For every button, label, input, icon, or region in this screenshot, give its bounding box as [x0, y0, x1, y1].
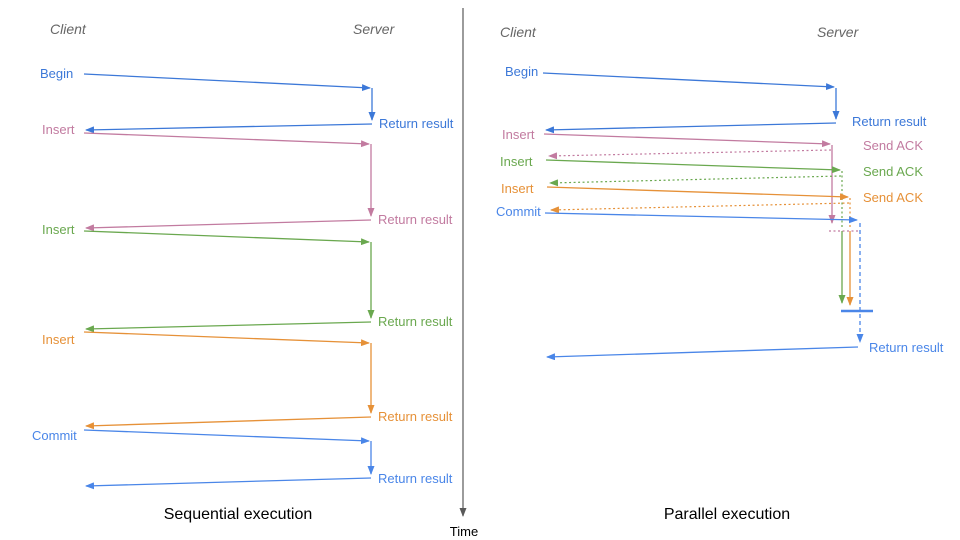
par-final-result-label: Return result [869, 340, 944, 355]
seq-insert2-request-line [83, 230, 370, 246]
par-client-header: Client [500, 24, 537, 40]
sequential-title: Sequential execution [164, 506, 313, 523]
time-axis-label: Time [450, 524, 478, 539]
seq-commit-response-line [85, 477, 372, 490]
seq-insert1-result-label: Return result [378, 212, 453, 227]
par-insert2-ack-line [549, 175, 842, 187]
seq-insert3-response-line [85, 416, 372, 430]
seq-insert1-request-line [83, 132, 370, 148]
parallel-title: Parallel execution [664, 506, 790, 523]
seq-commit-request-line [83, 429, 370, 445]
seq-begin-response-line [85, 123, 373, 134]
par-insert2-ack-label: Send ACK [863, 164, 923, 179]
par-insert3-request-line [546, 186, 849, 201]
seq-server-header: Server [353, 21, 396, 37]
par-begin-request-line [542, 72, 835, 91]
seq-begin-request-line [83, 73, 371, 92]
par-insert3-ack-label: Send ACK [863, 190, 923, 205]
seq-insert3-label: Insert [42, 332, 75, 347]
par-final-response-line [546, 346, 859, 361]
par-commit-label: Commit [496, 204, 541, 219]
par-commit-request-line [544, 212, 858, 224]
par-insert2-request-line [545, 159, 841, 174]
seq-begin-label: Begin [40, 66, 73, 81]
par-insert1-request-line [543, 133, 831, 148]
seq-insert2-label: Insert [42, 222, 75, 237]
seq-commit-label: Commit [32, 428, 77, 443]
par-insert3-ack-line [550, 202, 850, 214]
seq-insert3-request-line [83, 331, 370, 347]
par-server-header: Server [817, 24, 860, 40]
seq-insert3-result-label: Return result [378, 409, 453, 424]
par-begin-response-line [545, 122, 837, 134]
par-insert3-label: Insert [501, 181, 534, 196]
par-begin-label: Begin [505, 64, 538, 79]
par-insert1-label: Insert [502, 127, 535, 142]
seq-begin-result-label: Return result [379, 116, 454, 131]
seq-insert1-response-line [85, 219, 372, 232]
seq-client-header: Client [50, 21, 87, 37]
par-insert2-label: Insert [500, 154, 533, 169]
par-insert1-ack-label: Send ACK [863, 138, 923, 153]
par-insert1-ack-line [548, 149, 832, 160]
seq-insert2-response-line [85, 321, 372, 333]
seq-insert1-label: Insert [42, 122, 75, 137]
par-begin-result-label: Return result [852, 114, 927, 129]
seq-commit-result-label: Return result [378, 471, 453, 486]
seq-insert2-result-label: Return result [378, 314, 453, 329]
